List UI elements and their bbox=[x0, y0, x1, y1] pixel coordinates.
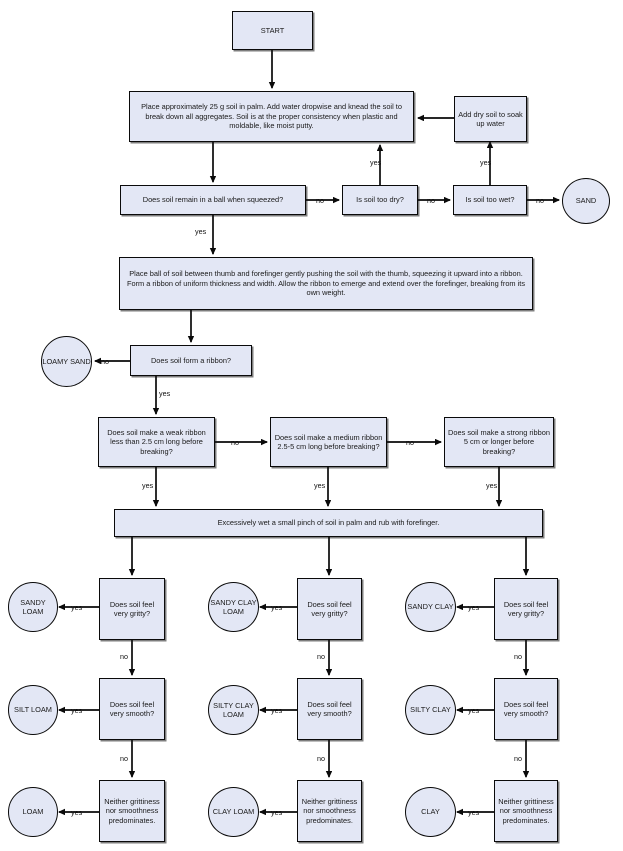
node-weak-ribbon-label: Does soil make a weak ribbon less than 2… bbox=[107, 427, 206, 456]
node-ball-test-label: Does soil remain in a ball when squeezed… bbox=[142, 195, 284, 205]
edge-label-ball-no: no bbox=[316, 196, 324, 205]
terminator-silty-clay-loam[interactable]: SILTY CLAY LOAM bbox=[208, 685, 259, 735]
terminator-clay-loam-label: CLAY LOAM bbox=[212, 807, 255, 817]
node-smooth-right[interactable]: Does soil feel very smooth? bbox=[494, 678, 558, 740]
terminator-loamy-sand[interactable]: LOAMY SAND bbox=[41, 336, 92, 387]
node-strong-ribbon-label: Does soil make a strong ribbon 5 cm or l… bbox=[448, 427, 550, 456]
edge-label-wet-no: no bbox=[536, 196, 544, 205]
node-neither-right-label: Neither grittiness nor smoothness predom… bbox=[498, 796, 554, 825]
node-neither-left[interactable]: Neither grittiness nor smoothness predom… bbox=[99, 780, 165, 842]
edge-label-gritty-mid-yes: yes bbox=[271, 603, 283, 612]
terminator-loam-label: LOAM bbox=[22, 807, 44, 817]
node-wet-pinch-label: Excessively wet a small pinch of soil in… bbox=[217, 518, 440, 528]
edge-label-gritty-right-yes: yes bbox=[468, 603, 480, 612]
node-forms-ribbon[interactable]: Does soil form a ribbon? bbox=[130, 345, 252, 376]
node-gritty-right-label: Does soil feel very gritty? bbox=[503, 599, 549, 618]
node-smooth-mid[interactable]: Does soil feel very smooth? bbox=[297, 678, 362, 740]
node-neither-mid[interactable]: Neither grittiness nor smoothness predom… bbox=[297, 780, 362, 842]
edge-label-neither-left-yes: yes bbox=[71, 808, 83, 817]
node-gritty-right[interactable]: Does soil feel very gritty? bbox=[494, 578, 558, 640]
terminator-silt-loam-label: SILT LOAM bbox=[14, 705, 52, 715]
node-gritty-left-label: Does soil feel very gritty? bbox=[109, 599, 155, 618]
edge-label-medium-no: no bbox=[406, 438, 414, 447]
node-ribbon-instructions[interactable]: Place ball of soil between thumb and for… bbox=[119, 257, 533, 310]
node-neither-right[interactable]: Neither grittiness nor smoothness predom… bbox=[494, 780, 558, 842]
node-prepare-sample-label: Place approximately 25 g soil in palm. A… bbox=[141, 102, 402, 131]
node-gritty-left[interactable]: Does soil feel very gritty? bbox=[99, 578, 165, 640]
edge-label-weak-no: no bbox=[231, 438, 239, 447]
node-start-label: START bbox=[260, 25, 285, 35]
node-gritty-mid[interactable]: Does soil feel very gritty? bbox=[297, 578, 362, 640]
node-prepare-sample[interactable]: Place approximately 25 g soil in palm. A… bbox=[129, 91, 414, 142]
node-too-wet[interactable]: Is soil too wet? bbox=[453, 185, 527, 215]
terminator-loam[interactable]: LOAM bbox=[8, 787, 58, 837]
terminator-sand[interactable]: SAND bbox=[562, 178, 610, 224]
node-forms-ribbon-label: Does soil form a ribbon? bbox=[150, 355, 232, 365]
edge-label-smooth-right-no: no bbox=[514, 754, 522, 763]
node-neither-mid-label: Neither grittiness nor smoothness predom… bbox=[301, 796, 358, 825]
edge-label-dry-no: no bbox=[427, 196, 435, 205]
edge-label-too-wet-yes: yes bbox=[480, 158, 492, 167]
edge-label-smooth-left-yes: yes bbox=[71, 706, 83, 715]
node-smooth-left-label: Does soil feel very smooth? bbox=[109, 699, 155, 718]
edge-label-smooth-left-no: no bbox=[120, 754, 128, 763]
edge-label-neither-right-yes: yes bbox=[468, 808, 480, 817]
edge-label-neither-mid-yes: yes bbox=[271, 808, 283, 817]
terminator-silty-clay-label: SILTY CLAY bbox=[410, 705, 451, 715]
terminator-silty-clay-loam-label: SILTY CLAY LOAM bbox=[213, 700, 254, 719]
node-too-wet-label: Is soil too wet? bbox=[465, 195, 515, 205]
terminator-sandy-loam-label: SANDY LOAM bbox=[20, 597, 46, 616]
edge-label-ribbon-no: no bbox=[101, 357, 109, 366]
terminator-sand-label: SAND bbox=[575, 196, 597, 206]
node-ball-test[interactable]: Does soil remain in a ball when squeezed… bbox=[120, 185, 306, 215]
node-strong-ribbon[interactable]: Does soil make a strong ribbon 5 cm or l… bbox=[444, 417, 554, 467]
terminator-silty-clay[interactable]: SILTY CLAY bbox=[405, 685, 456, 735]
node-ribbon-instructions-label: Place ball of soil between thumb and for… bbox=[126, 269, 526, 298]
edge-label-gritty-left-no: no bbox=[120, 652, 128, 661]
node-neither-left-label: Neither grittiness nor smoothness predom… bbox=[104, 796, 160, 825]
node-medium-ribbon[interactable]: Does soil make a medium ribbon 2.5-5 cm … bbox=[270, 417, 387, 467]
node-weak-ribbon[interactable]: Does soil make a weak ribbon less than 2… bbox=[98, 417, 215, 467]
node-smooth-mid-label: Does soil feel very smooth? bbox=[307, 699, 352, 718]
edge-label-ribbon-yes: yes bbox=[159, 389, 171, 398]
node-smooth-right-label: Does soil feel very smooth? bbox=[503, 699, 549, 718]
edge-label-gritty-right-no: no bbox=[514, 652, 522, 661]
node-medium-ribbon-label: Does soil make a medium ribbon 2.5-5 cm … bbox=[274, 432, 383, 451]
node-too-dry-label: Is soil too dry? bbox=[356, 195, 404, 205]
node-start[interactable]: START bbox=[232, 11, 313, 50]
terminator-clay-label: CLAY bbox=[421, 807, 440, 817]
terminator-sandy-loam[interactable]: SANDY LOAM bbox=[8, 582, 58, 632]
edge-label-smooth-mid-no: no bbox=[317, 754, 325, 763]
terminator-loamy-sand-label: LOAMY SAND bbox=[42, 356, 91, 366]
node-too-dry[interactable]: Is soil too dry? bbox=[342, 185, 418, 215]
edge-label-medium-yes: yes bbox=[314, 481, 326, 490]
edge-label-smooth-right-yes: yes bbox=[468, 706, 480, 715]
terminator-sandy-clay-loam[interactable]: SANDY CLAY LOAM bbox=[208, 582, 259, 632]
node-add-dry-soil-label: Add dry soil to soak up water bbox=[458, 109, 523, 128]
edge-label-weak-yes: yes bbox=[142, 481, 154, 490]
edge-label-smooth-mid-yes: yes bbox=[271, 706, 283, 715]
edge-label-too-dry-yes: yes bbox=[370, 158, 382, 167]
node-wet-pinch[interactable]: Excessively wet a small pinch of soil in… bbox=[114, 509, 543, 537]
terminator-sandy-clay-label: SANDY CLAY bbox=[407, 602, 454, 612]
node-add-dry-soil[interactable]: Add dry soil to soak up water bbox=[454, 96, 527, 142]
edge-label-gritty-left-yes: yes bbox=[71, 603, 83, 612]
terminator-clay-loam[interactable]: CLAY LOAM bbox=[208, 787, 259, 837]
edge-label-ball-yes: yes bbox=[195, 227, 207, 236]
terminator-sandy-clay[interactable]: SANDY CLAY bbox=[405, 582, 456, 632]
edge-label-strong-yes: yes bbox=[486, 481, 498, 490]
node-gritty-mid-label: Does soil feel very gritty? bbox=[307, 599, 352, 618]
terminator-silt-loam[interactable]: SILT LOAM bbox=[8, 685, 58, 735]
terminator-sandy-clay-loam-label: SANDY CLAY LOAM bbox=[210, 597, 257, 616]
terminator-clay[interactable]: CLAY bbox=[405, 787, 456, 837]
node-smooth-left[interactable]: Does soil feel very smooth? bbox=[99, 678, 165, 740]
edge-label-gritty-mid-no: no bbox=[317, 652, 325, 661]
